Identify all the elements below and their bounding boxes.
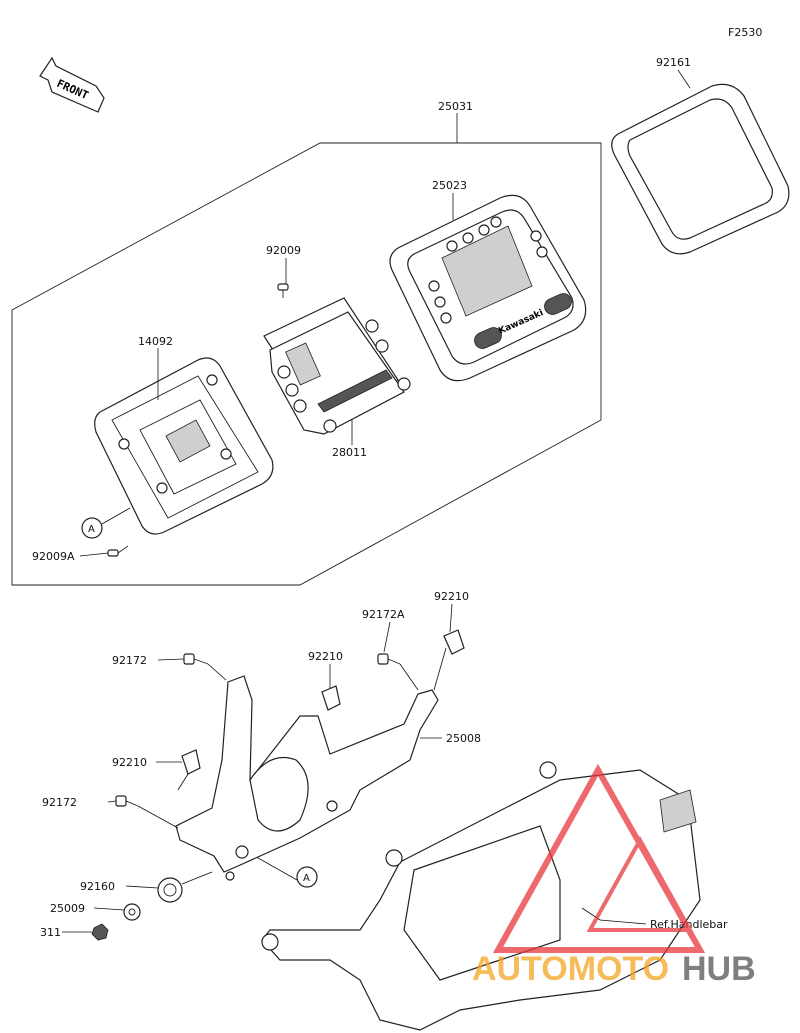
label-25008: 25008 — [446, 732, 481, 745]
watermark-text-hub: HUB — [682, 950, 756, 988]
label-92172-top: 92172 — [112, 654, 147, 667]
watermark-triangle-icon — [492, 763, 706, 953]
label-92172A: 92172A — [362, 608, 405, 621]
label-28011: 28011 — [332, 446, 367, 459]
assembly-outline — [11, 142, 602, 586]
ref-marker-a-top: A — [81, 507, 131, 539]
label-92210-left: 92210 — [112, 756, 147, 769]
bolt-92172-left — [115, 795, 179, 829]
cover-ring — [611, 83, 790, 255]
washer-25009 — [123, 903, 141, 921]
figure-code: F2530 — [728, 26, 762, 39]
meter-housing: Kawasaki — [389, 194, 587, 382]
grommet-92160 — [157, 871, 213, 903]
clip-92210-left — [177, 749, 201, 791]
bolt-92172-top — [183, 653, 227, 681]
watermark-text-automoto: AUTOMOTO — [472, 950, 669, 988]
screw-92009A — [107, 545, 129, 557]
circuit-board — [263, 297, 411, 435]
label-14092: 14092 — [138, 335, 173, 348]
label-92161: 92161 — [656, 56, 691, 69]
clip-92210-middle — [321, 685, 341, 711]
label-92172-left: 92172 — [42, 796, 77, 809]
rear-case — [94, 357, 274, 535]
front-arrow-icon: FRONT — [39, 56, 105, 113]
ref-marker-a-bottom: A — [243, 849, 318, 888]
bolt-92172A — [377, 653, 419, 691]
svg-text:A: A — [88, 524, 95, 535]
clip-92210-right — [433, 629, 465, 691]
label-92009: 92009 — [266, 244, 301, 257]
nut-311 — [91, 923, 109, 941]
label-92009A: 92009A — [32, 550, 75, 563]
label-92160: 92160 — [80, 880, 115, 893]
label-92210-right: 92210 — [434, 590, 469, 603]
screw-92009 — [277, 283, 289, 298]
meter-bracket — [175, 675, 439, 881]
label-92210-middle: 92210 — [308, 650, 343, 663]
handlebar-cover — [261, 761, 701, 1031]
label-25009: 25009 — [50, 902, 85, 915]
label-311: 311 — [40, 926, 61, 939]
watermark-logo: AUTOMOTO HUB — [472, 763, 756, 988]
svg-text:A: A — [303, 873, 310, 884]
label-25023: 25023 — [432, 179, 467, 192]
label-25031: 25031 — [438, 100, 473, 113]
